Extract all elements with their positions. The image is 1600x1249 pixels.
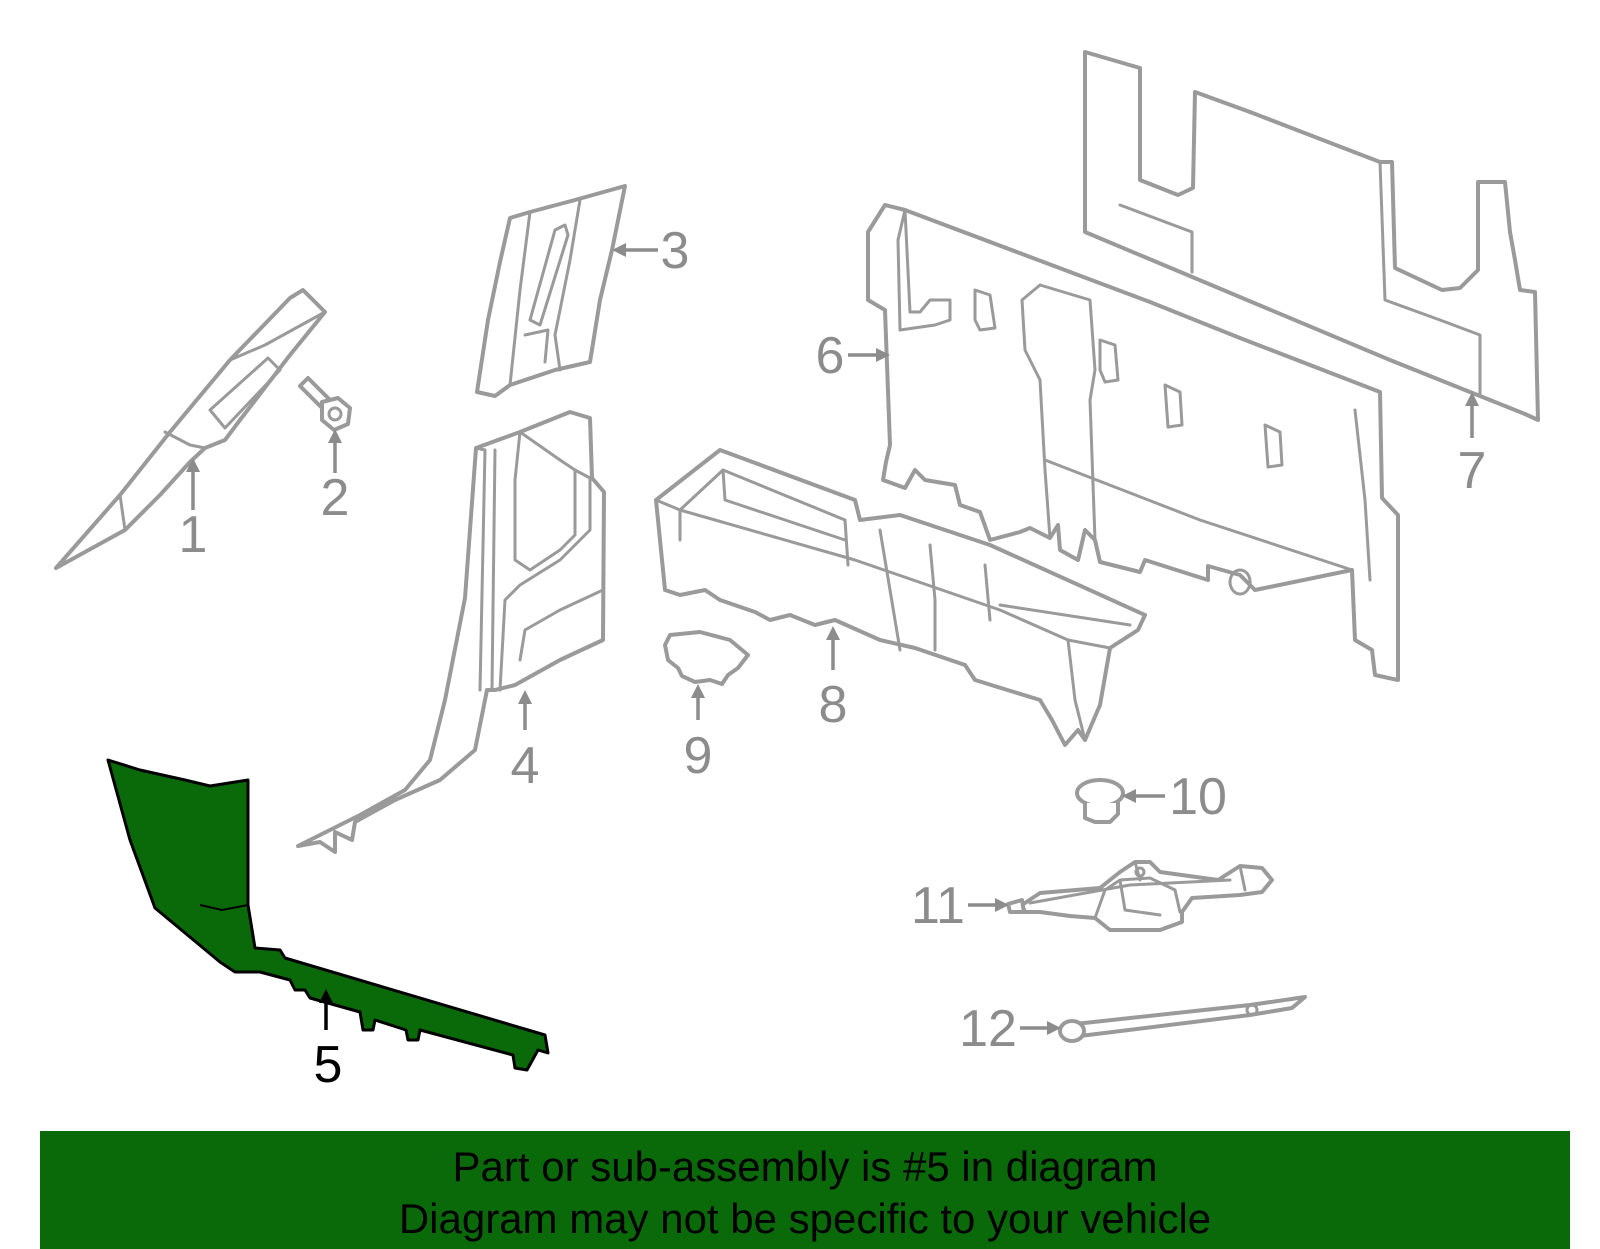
callout-8: 8 <box>819 676 848 734</box>
part-11-jack[interactable] <box>1006 860 1274 932</box>
callout-2: 2 <box>321 469 350 527</box>
part-5-sill-plate-highlighted[interactable] <box>106 758 550 1072</box>
part-4-lower-trim[interactable] <box>296 410 606 854</box>
part-12-jack-handle[interactable] <box>1058 995 1307 1043</box>
callout-12: 12 <box>959 1000 1017 1058</box>
part-1-pillar-trim[interactable] <box>54 288 327 570</box>
part-6-rear-panel[interactable] <box>866 203 1400 682</box>
banner-line-2: Diagram may not be specific to your vehi… <box>398 1195 1212 1242</box>
callout-6: 6 <box>816 327 845 385</box>
callout-1: 1 <box>179 506 208 564</box>
info-banner: Part or sub-assembly is #5 in diagram Di… <box>40 1131 1570 1249</box>
callout-9: 9 <box>684 727 713 785</box>
callout-arrows <box>186 243 1479 1035</box>
part-8-storage-tray[interactable] <box>654 448 1147 747</box>
part-9-pad[interactable] <box>663 630 750 686</box>
callout-11: 11 <box>911 877 965 935</box>
callout-4: 4 <box>511 737 540 795</box>
part-2-bolt[interactable] <box>298 376 352 432</box>
callout-5: 5 <box>314 1036 343 1094</box>
callout-10: 10 <box>1169 768 1227 826</box>
callout-7: 7 <box>1458 442 1487 500</box>
part-7-back-panel[interactable] <box>1083 50 1540 422</box>
part-3-upper-trim[interactable] <box>475 184 627 398</box>
part-10-clip[interactable] <box>1075 778 1125 824</box>
banner-line-1: Part or sub-assembly is #5 in diagram <box>452 1143 1158 1190</box>
callout-3: 3 <box>661 222 690 280</box>
